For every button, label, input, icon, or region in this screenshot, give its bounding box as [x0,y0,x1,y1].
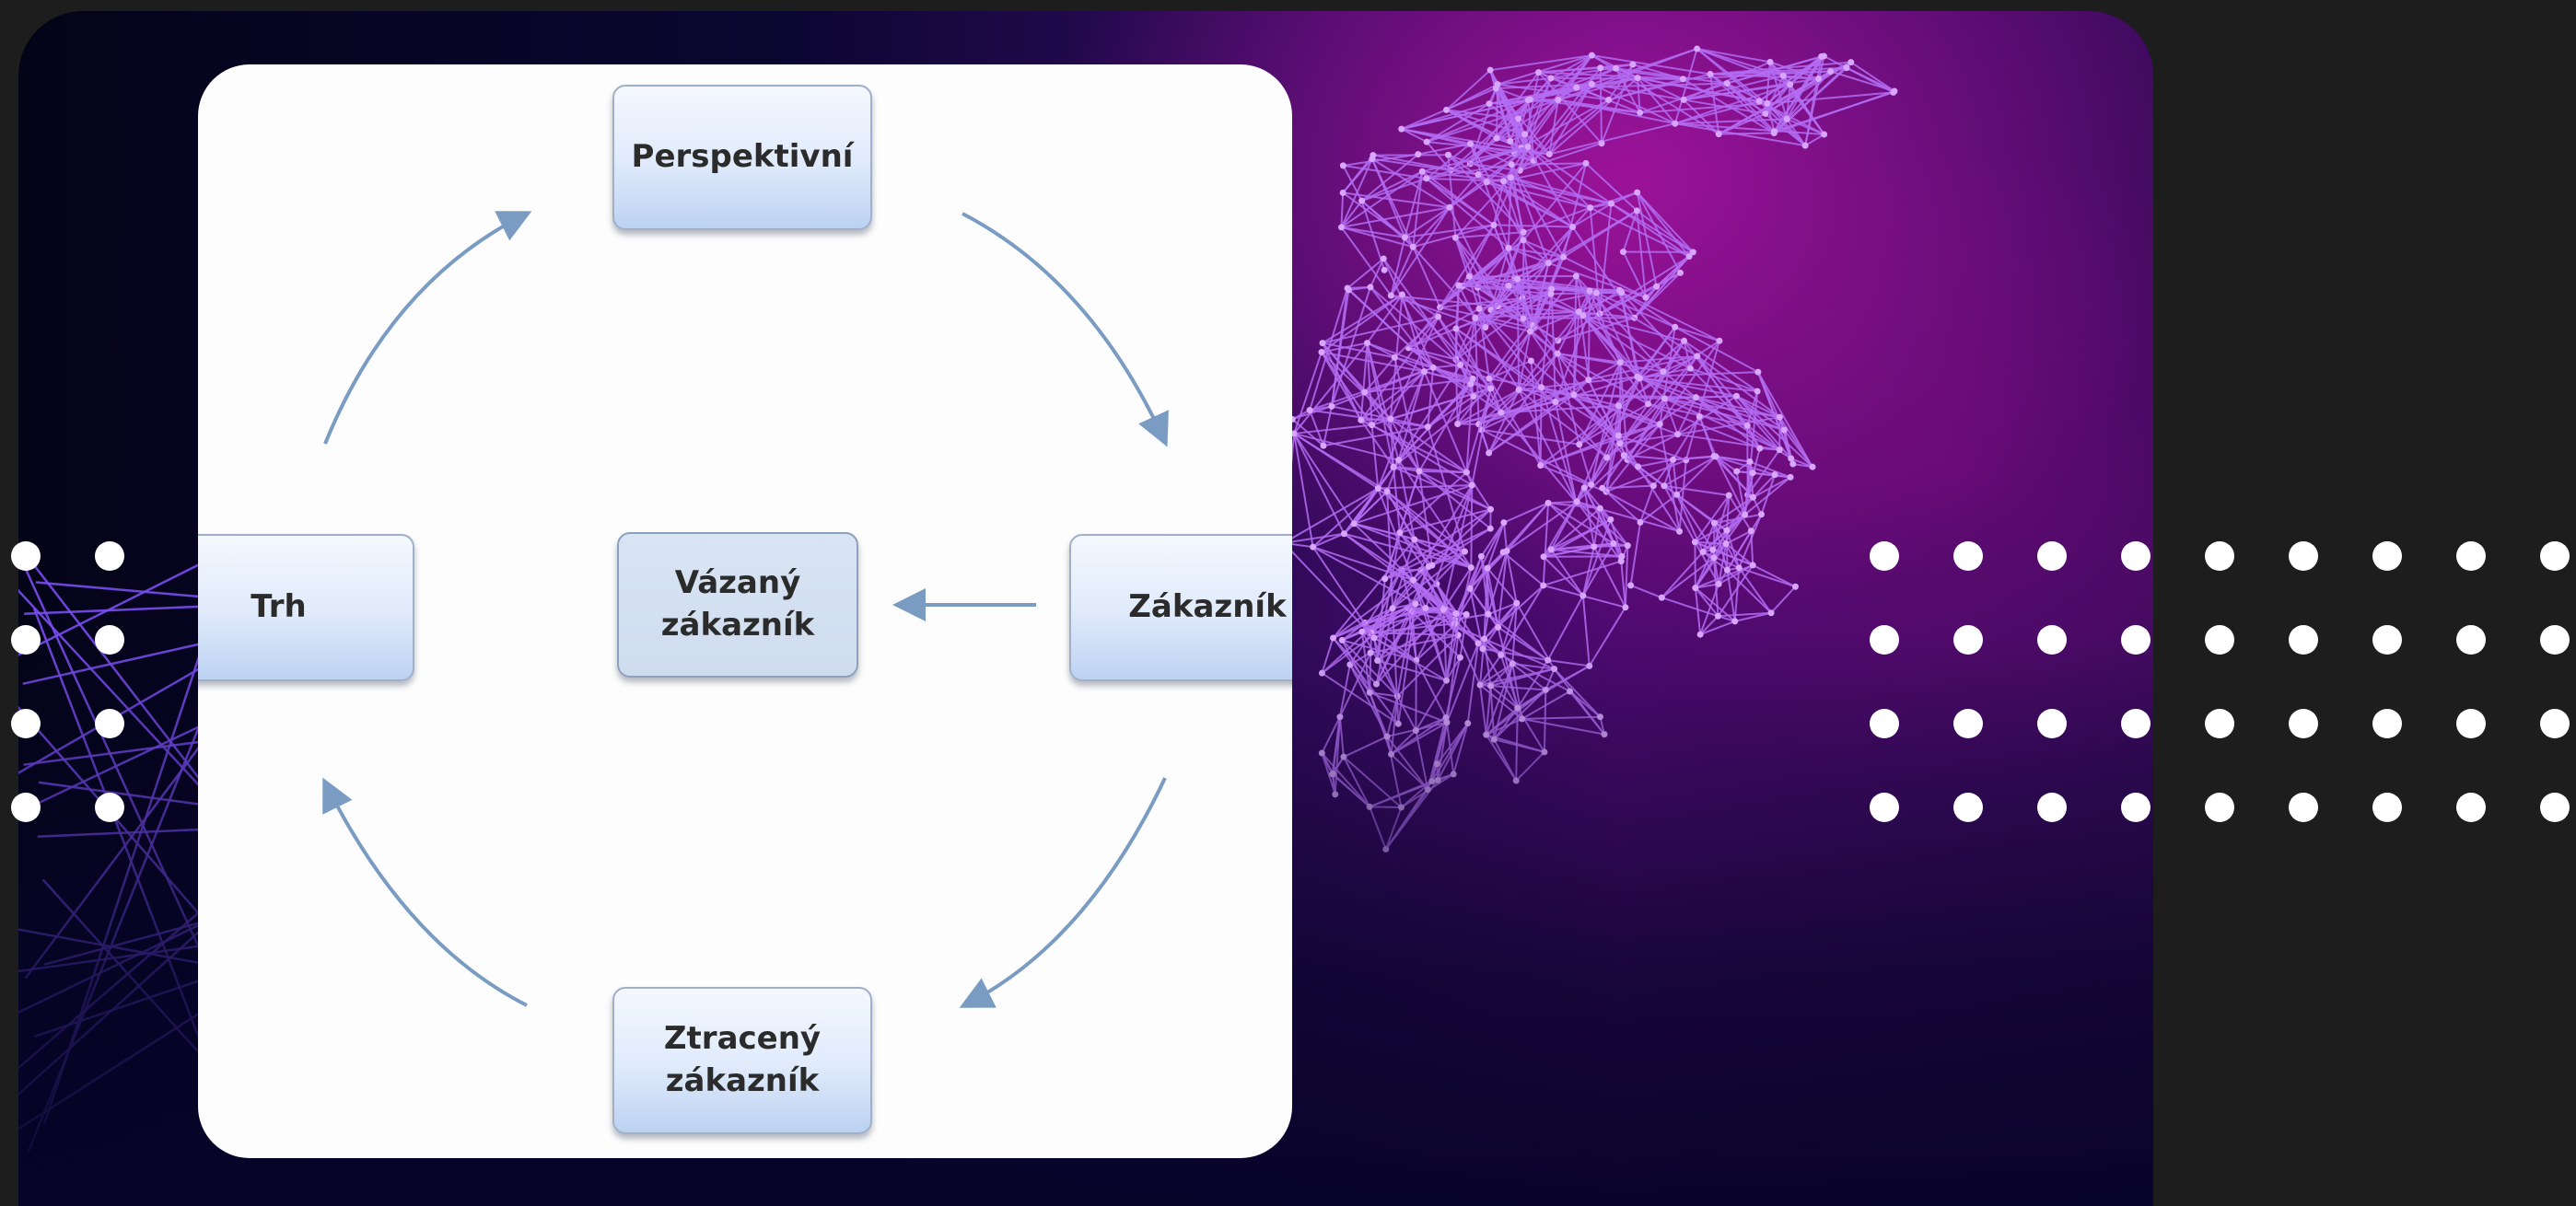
mesh-line [18,996,225,1131]
node-perspektivni: Perspektivní [612,85,872,230]
node-trh: Trh [198,534,414,681]
decorative-dot [11,793,41,822]
decorative-dot [2372,625,2402,655]
decorative-dot [95,625,124,655]
mesh-line [23,740,204,766]
decorative-dot [2540,625,2570,655]
hand-finger-ring [1599,412,1799,638]
decorative-dot [2289,793,2318,822]
decorative-dot [1870,541,1899,571]
diagram-card: Perspektivní Zákazník Ztracený zákazník … [198,64,1292,1158]
decorative-dot [2372,793,2402,822]
decorative-dot [2540,793,2570,822]
decorative-dot [2037,625,2067,655]
decorative-dot [2540,709,2570,738]
decorative-dot [1953,709,1983,738]
mesh-line [43,920,206,966]
decorative-dot [1953,625,1983,655]
decorative-dot [1953,541,1983,571]
decorative-dot [2205,793,2234,822]
decorative-dot [1870,709,1899,738]
decorative-dot [2205,625,2234,655]
mesh-line [18,942,219,973]
decorative-dot [2289,541,2318,571]
decorative-dot [11,541,41,571]
decorative-dot [2121,541,2151,571]
decorative-dot [2289,625,2318,655]
decorative-dot [95,793,124,822]
arrow-perspektivni-to-zakaznik [962,212,1169,447]
node-zakaznik: Zákazník [1069,534,1292,681]
decorative-dot [2121,625,2151,655]
decorative-dot [2540,541,2570,571]
mesh-line [24,719,221,980]
decorative-dot [2121,709,2151,738]
cycle-arrows [322,211,1169,1008]
decorative-dot [95,709,124,738]
decorative-dot [2037,709,2067,738]
arrow-zakaznik-to-ztraceny [959,777,1167,1008]
decorative-dot [2289,709,2318,738]
decorative-dot [95,541,124,571]
decorative-dot [1870,793,1899,822]
arrow-trh-to-perspektivni [323,211,532,445]
mesh-line [24,605,205,616]
decorative-dot [2456,793,2486,822]
decorative-dot [1870,625,1899,655]
node-ztraceny-zakaznik: Ztracený zákazník [612,987,872,1134]
decorative-dot [2372,709,2402,738]
decorative-dot [2372,541,2402,571]
mesh-line [18,891,223,1070]
hand-finger-ring-lower [1450,484,1631,784]
decorative-dot [2456,625,2486,655]
decorative-dot [2037,541,2067,571]
mesh-line [18,906,227,1096]
decorative-dot [11,625,41,655]
node-vazany-zakaznik: Vázaný zákazník [617,532,858,678]
decorative-dot [2037,793,2067,822]
hand-finger-index [1398,45,1898,174]
hand-finger-pinky [1318,566,1482,852]
decorative-dot [2456,709,2486,738]
decorative-dot [2205,541,2234,571]
arrow-ztraceny-to-trh [322,777,528,1007]
decorative-dot [2456,541,2486,571]
decorative-dot [11,709,41,738]
decorative-dot [2121,793,2151,822]
decorative-dot [1953,793,1983,822]
decorative-dot [2205,709,2234,738]
